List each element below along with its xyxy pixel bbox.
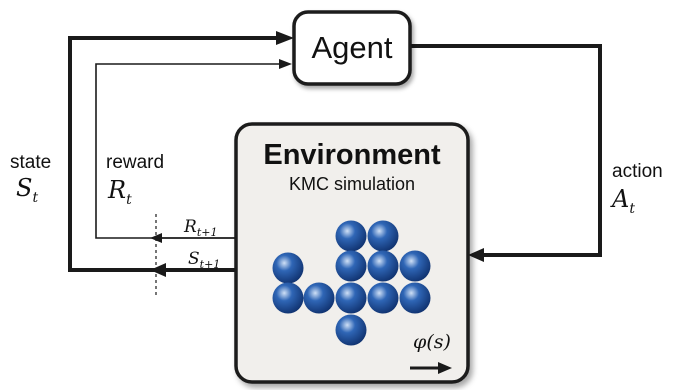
action-symbol: At: [610, 185, 635, 217]
reward-arrowhead-agent: [279, 59, 292, 69]
atom: [335, 314, 367, 346]
state-word: state: [10, 152, 51, 173]
atom: [335, 220, 367, 252]
environment-subtitle: KMC simulation: [289, 174, 415, 194]
atom: [335, 250, 367, 282]
action-word: action: [612, 161, 663, 182]
action-arrowhead-environment: [468, 248, 484, 262]
atom: [272, 282, 304, 314]
state-subscript: t: [32, 190, 38, 206]
atom: [399, 282, 431, 314]
atom: [367, 250, 399, 282]
reward-word: reward: [106, 152, 164, 173]
state-arrowhead-agent: [276, 31, 294, 45]
agent-label: Agent: [311, 30, 392, 65]
action-line: [410, 44, 602, 257]
phi-arrow-head: [438, 362, 452, 374]
atom-cluster-icon: [272, 220, 431, 346]
action-subscript: t: [629, 201, 635, 217]
state-symbol: St: [16, 174, 38, 206]
next-state-subscript: t+1: [200, 258, 221, 271]
atom: [272, 252, 304, 284]
next-state-arrowhead: [150, 263, 166, 277]
atom: [367, 282, 399, 314]
agent-box: [292, 10, 412, 86]
next-reward-symbol: Rt+1: [183, 217, 217, 239]
atom: [399, 250, 431, 282]
reward-subscript: t: [126, 192, 132, 208]
next-state-symbol: St+1: [188, 249, 220, 271]
next-reward-subscript: t+1: [197, 226, 218, 239]
atom: [335, 282, 367, 314]
reward-symbol: Rt: [107, 176, 132, 208]
environment-title: Environment: [263, 139, 441, 171]
atom: [367, 220, 399, 252]
phi-label: φ(s): [413, 331, 451, 353]
atom: [303, 282, 335, 314]
